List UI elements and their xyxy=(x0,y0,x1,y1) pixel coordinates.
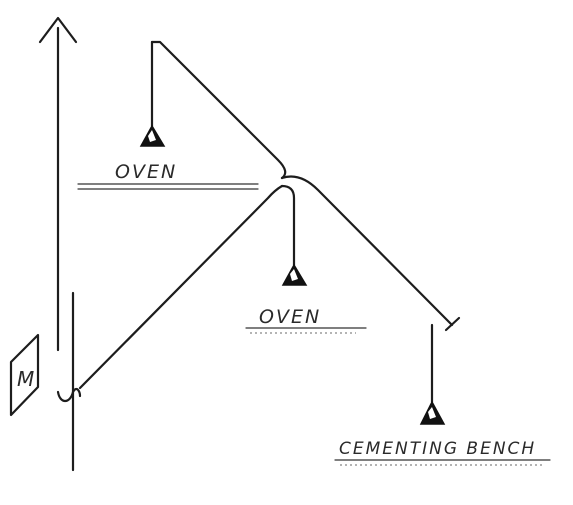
conveyor-middle-drop xyxy=(280,184,296,267)
motor-label: M xyxy=(17,367,36,391)
oven-top-label: OVEN xyxy=(115,161,177,183)
oven-top-hanger xyxy=(139,124,166,147)
main-arrow-head xyxy=(38,16,78,44)
motor-box: M xyxy=(9,333,40,417)
motor-hook xyxy=(56,388,82,403)
conveyor-lower-branch xyxy=(78,184,284,390)
conveyor-end-cap xyxy=(444,316,461,332)
conveyor-upper-branch xyxy=(150,40,287,180)
oven-middle-label: OVEN xyxy=(259,306,321,328)
cementing-bench-hanger xyxy=(419,400,446,425)
oven-middle-hanger xyxy=(281,263,308,286)
cementing-bench-label: CEMENTING BENCH xyxy=(339,439,536,459)
conveyor-right-branch xyxy=(280,175,454,327)
